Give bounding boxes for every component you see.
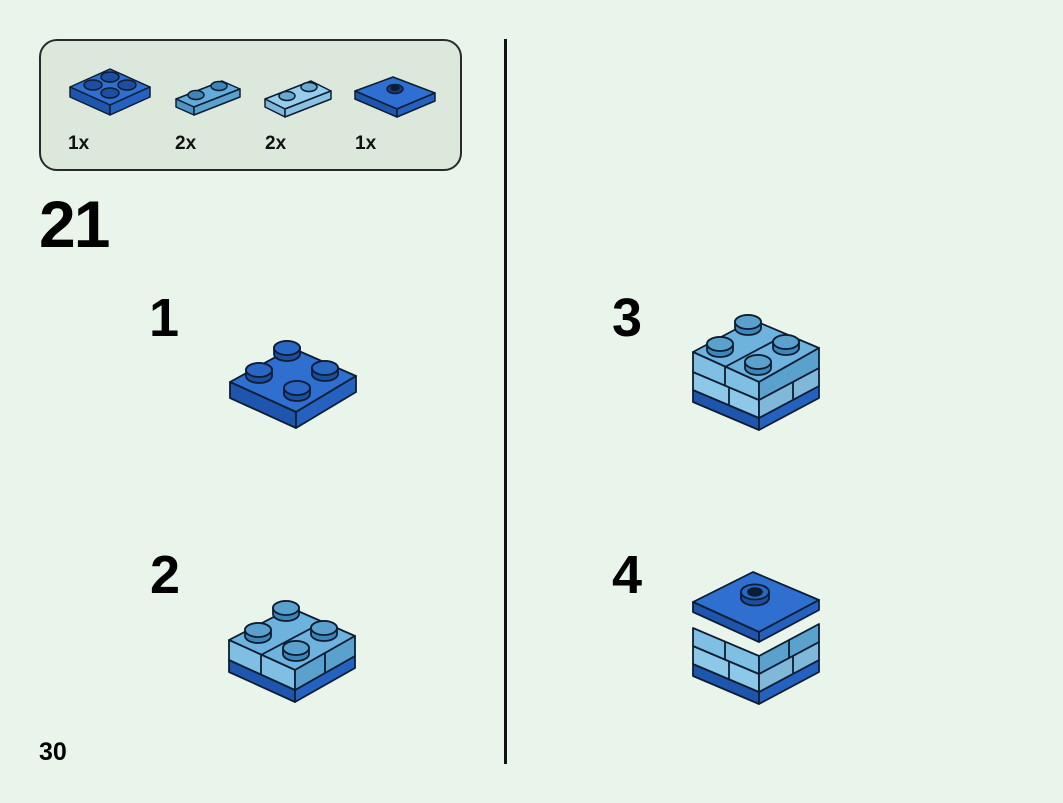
blue-2x2-jumper-plate-icon	[353, 75, 439, 127]
part-4-quantity: 1x	[355, 133, 377, 154]
two-layer-plate-stack-icon	[225, 598, 359, 706]
page-number: 30	[39, 738, 67, 766]
part-2-quantity: 2x	[175, 133, 197, 154]
substep-1-label: 1	[149, 288, 180, 348]
parts-list-box: 1x 2x 2x	[39, 39, 462, 171]
substep-4-label: 4	[612, 545, 643, 605]
completed-stack-with-jumper-icon	[689, 568, 823, 706]
light-azure-1x2-plate-icon	[263, 77, 335, 123]
page-divider	[504, 39, 507, 764]
substep-3-label: 3	[612, 288, 643, 348]
substep-2-label: 2	[150, 545, 181, 605]
dark-blue-2x2-plate-model-icon	[226, 340, 360, 434]
medium-azure-1x2-plate-icon	[174, 77, 244, 119]
part-3-quantity: 2x	[265, 133, 287, 154]
part-1-quantity: 1x	[68, 133, 90, 154]
dark-blue-2x2-plate-icon	[68, 65, 154, 127]
step-number: 21	[39, 187, 110, 261]
three-layer-plate-stack-icon	[689, 312, 823, 434]
